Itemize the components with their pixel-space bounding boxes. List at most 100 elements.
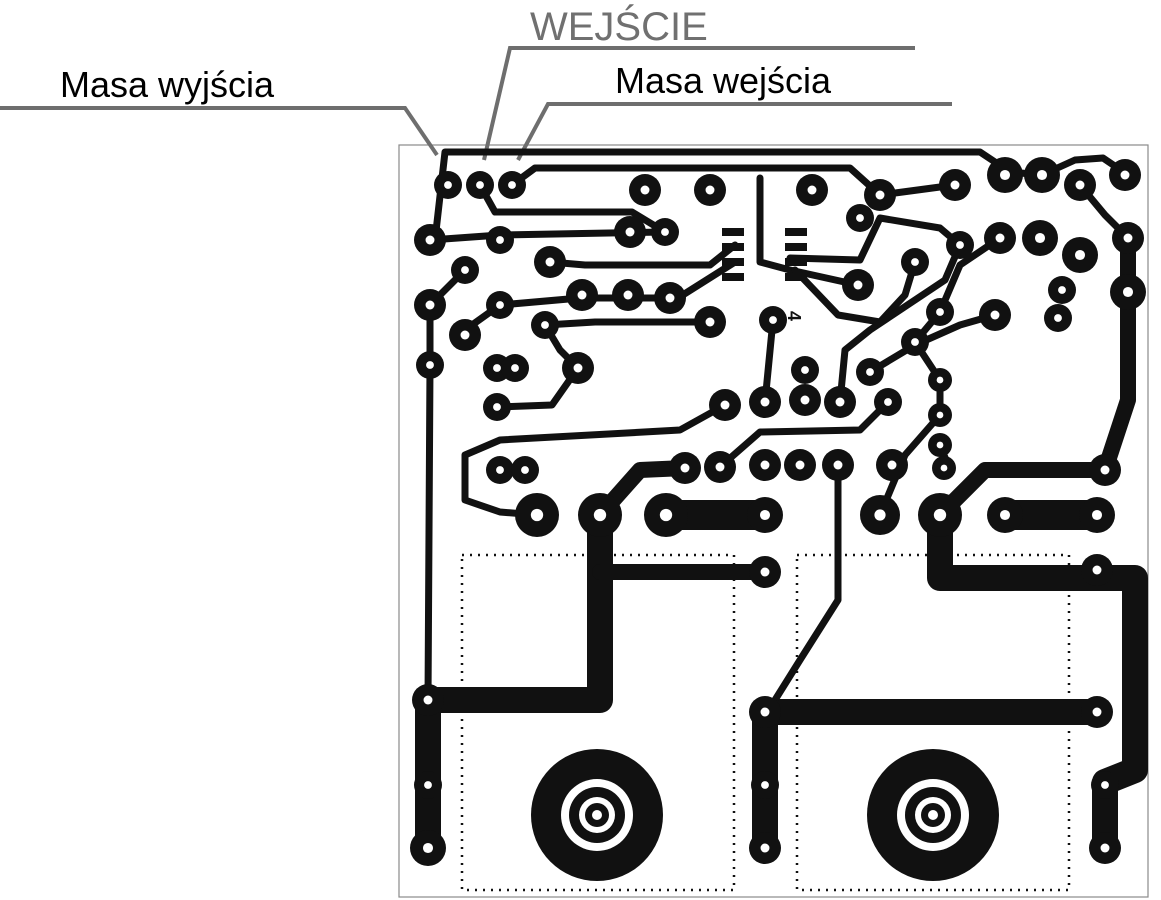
- pcb-pad-drill: [760, 397, 770, 407]
- pcb-pad-drill: [950, 180, 960, 190]
- pcb-pad-drill: [1075, 180, 1085, 190]
- pcb-pad-drill: [1101, 781, 1109, 789]
- pcb-pad-drill: [541, 321, 549, 329]
- pcb-pad-drill: [999, 509, 1011, 521]
- pcb-pad-drill: [425, 300, 435, 310]
- pcb-pad-drill: [1058, 286, 1066, 294]
- trace-a: [476, 181, 669, 236]
- pcb-pad-drill: [496, 301, 504, 309]
- pcb-pad-drill: [761, 781, 769, 789]
- pcb-pad-drill: [1123, 233, 1133, 243]
- pcb-pad-drill: [521, 466, 529, 474]
- trace-d: [546, 241, 739, 269]
- pcb-pad-drill: [887, 460, 897, 470]
- pcb-pad-drill: [496, 236, 504, 244]
- pcb-pad-drill: [936, 411, 944, 419]
- pcb-pad-drill: [444, 181, 452, 189]
- pcb-pad-drill: [884, 398, 892, 406]
- pcb-pad-drill: [640, 185, 650, 195]
- trace-u: [771, 461, 842, 704]
- pcb-pad-drill: [659, 508, 673, 522]
- pcb-pad-drill: [623, 290, 633, 300]
- pcb-pad-drill: [807, 185, 817, 195]
- pcb-pad-drill: [874, 509, 886, 521]
- pcb-pad-drill: [933, 508, 947, 522]
- pcb-pad-drill: [1100, 843, 1110, 853]
- board-outline: [398, 144, 1149, 898]
- pcb-pad-drill: [853, 280, 863, 290]
- pcb-pad-drill: [1074, 249, 1086, 261]
- pcb-pad-drill: [1122, 286, 1134, 298]
- pcb-pad-drill: [866, 368, 874, 376]
- pcb-pad-drill: [856, 214, 864, 222]
- ic-pad: [785, 273, 807, 281]
- pcb-pad-drill: [461, 266, 469, 274]
- pcb-pad-drill: [990, 310, 1000, 320]
- ic-pad: [785, 228, 807, 236]
- mounting-hole-drill: [592, 810, 602, 820]
- pcb-pad-drill: [496, 466, 504, 474]
- pcb-pad-drill: [800, 395, 810, 405]
- pcb-pad-drill: [956, 241, 964, 249]
- mounting-hole-left: [531, 749, 663, 881]
- ic-pad: [722, 258, 744, 266]
- pcb-pad-drill: [1092, 707, 1102, 717]
- pcb-pad-drill: [511, 364, 519, 372]
- ic-footprint: [722, 228, 807, 281]
- pcb-pad-drill: [1054, 314, 1062, 322]
- trace-q: [911, 234, 1004, 346]
- ic-pad: [785, 258, 807, 266]
- trace-k: [461, 401, 729, 519]
- ic-pad: [722, 273, 744, 281]
- pcb-pad-drill: [665, 293, 675, 303]
- pcb-pad-drill: [593, 508, 607, 522]
- pcb-pad-drill: [426, 361, 434, 369]
- pcb-pad-drill: [1034, 232, 1046, 244]
- pcb-pad-drill: [1036, 169, 1048, 181]
- pcb-pad-drill: [493, 364, 501, 372]
- pcb-pad-drill: [508, 181, 516, 189]
- pcb-pad-drill: [625, 227, 635, 237]
- pcb-pad-drill: [661, 228, 669, 236]
- output-ground-leader: [0, 106, 439, 157]
- pcb-pad-drill: [460, 330, 470, 340]
- pcb-pad-drill: [577, 290, 587, 300]
- input-leader: [482, 46, 915, 161]
- trace-h: [541, 318, 714, 329]
- pcb-pad-drill: [875, 190, 885, 200]
- pcb-pad-drill: [936, 308, 944, 316]
- pcb-pad-drill: [835, 397, 845, 407]
- pcb-pad-drill: [422, 842, 434, 854]
- pcb-pad-drill: [911, 338, 919, 346]
- pcb-pad-drill: [795, 460, 805, 470]
- pcb-pad-drill: [833, 460, 843, 470]
- trace-s: [716, 398, 892, 471]
- pcb-pad-drill: [760, 460, 770, 470]
- ic-pad: [785, 243, 807, 251]
- ic-pad: [722, 243, 744, 251]
- pcb-pad-drill: [760, 567, 770, 577]
- pcb-pad-drill: [1120, 170, 1130, 180]
- pcb-pad-drill: [936, 376, 944, 384]
- pcb-pad-drill: [760, 707, 770, 717]
- pcb-pad-drill: [680, 463, 690, 473]
- input-ground-label: Masa wejścia: [615, 60, 832, 101]
- pcb-pad-drill: [423, 695, 433, 705]
- trace-t: [876, 338, 944, 519]
- input-label: WEJŚCIE: [530, 3, 708, 49]
- pcb-pad-drill: [705, 317, 715, 327]
- ic-pad: [722, 228, 744, 236]
- output-ground-label: Masa wyjścia: [60, 64, 275, 105]
- pcb-pad-drill: [476, 181, 484, 189]
- trace-l: [756, 174, 862, 289]
- pcb-pad-drill: [759, 509, 771, 521]
- label-leaders: [0, 46, 952, 161]
- pcb-pad-drill: [801, 366, 809, 374]
- trace-r: [866, 311, 999, 376]
- pcb-pad-drill: [1091, 509, 1103, 521]
- pcb-pad-drill: [940, 464, 948, 472]
- trace-m: [786, 214, 964, 264]
- mounting-hole-drill: [928, 810, 938, 820]
- pcb-pad-drill: [493, 403, 501, 411]
